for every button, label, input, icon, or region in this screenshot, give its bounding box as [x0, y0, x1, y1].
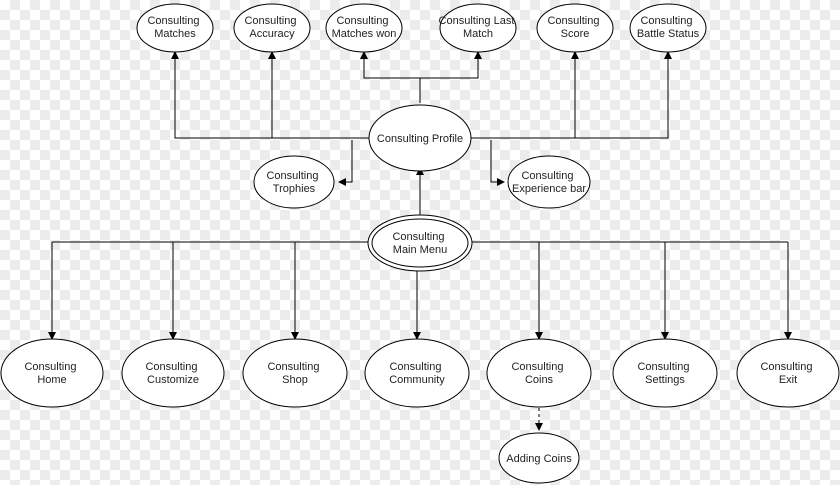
- node-settings-line-2: Settings: [645, 374, 685, 386]
- node-coins[interactable]: Consulting Coins: [486, 338, 592, 408]
- svg-text:Consulting Community: Consulting Community: [389, 361, 445, 386]
- node-shop-line-1: Consulting: [267, 361, 319, 373]
- edge-profile-last-match: [420, 51, 482, 79]
- svg-text:Consulting Matches won: Consulting Matches won: [332, 15, 397, 40]
- node-exit-line-2: Exit: [779, 374, 797, 386]
- node-accuracy-line-2: Accuracy: [249, 28, 295, 40]
- svg-text:Consulting Settings: Consulting Settings: [637, 361, 692, 386]
- node-matches-line-2: Matches: [154, 28, 196, 40]
- svg-text:Consulting Profile: Consulting Profile: [377, 133, 463, 145]
- node-matches-won-line-2: Matches won: [332, 28, 397, 40]
- node-score[interactable]: Consulting Score: [536, 3, 614, 53]
- node-home[interactable]: Consulting Home: [0, 338, 104, 408]
- node-last-match[interactable]: Consulting Last Match: [439, 3, 518, 53]
- node-adding-coins[interactable]: Adding Coins: [498, 432, 580, 484]
- edge-profile-matches: [171, 51, 370, 139]
- node-trophies-line-1: Consulting: [266, 170, 318, 182]
- node-last-match-line-2: Match: [463, 28, 493, 40]
- node-experience-bar-line-1: Consulting: [521, 170, 573, 182]
- node-battle-status-line-1: Consulting: [640, 15, 692, 27]
- node-customize-line-2: Customize: [147, 374, 199, 386]
- edge-profile-experience-bar: [490, 140, 505, 186]
- node-coins-line-2: Coins: [525, 374, 554, 386]
- node-matches-line-1: Consulting: [147, 15, 199, 27]
- svg-text:Consulting Score: Consulting Score: [547, 15, 602, 40]
- node-matches-won-line-1: Consulting: [336, 15, 388, 27]
- node-main-menu-line-1: Consulting: [392, 231, 444, 243]
- node-experience-bar[interactable]: Consulting Experience bar: [507, 155, 591, 209]
- node-accuracy-line-1: Consulting: [244, 15, 296, 27]
- edge-profile-matches-won: [360, 51, 421, 103]
- svg-text:Consulting Last Match: Consulting Last Match: [439, 15, 518, 40]
- node-home-line-2: Home: [37, 374, 66, 386]
- node-adding-coins-line-1: Adding Coins: [506, 453, 572, 465]
- node-battle-status-line-2: Battle Status: [637, 28, 700, 40]
- profile-connectors: [171, 51, 672, 217]
- node-exit-line-1: Consulting: [760, 361, 812, 373]
- node-profile-line-1: Consulting Profile: [377, 133, 463, 145]
- node-score-line-2: Score: [561, 28, 590, 40]
- svg-text:Consulting Coins: Consulting Coins: [511, 361, 566, 386]
- svg-text:Consulting Main Menu: Consulting Main Menu: [392, 231, 447, 256]
- svg-text:Consulting Exit: Consulting Exit: [760, 361, 815, 386]
- node-coins-line-1: Consulting: [511, 361, 563, 373]
- node-settings-line-1: Consulting: [637, 361, 689, 373]
- node-main-menu[interactable]: Consulting Main Menu: [367, 214, 473, 272]
- svg-text:Consulting Trophies: Consulting Trophies: [266, 170, 321, 195]
- node-settings[interactable]: Consulting Settings: [612, 338, 718, 408]
- edge-profile-trophies: [338, 140, 353, 186]
- node-shop-line-2: Shop: [282, 374, 308, 386]
- edge-profile-score: [470, 51, 672, 139]
- node-matches[interactable]: Consulting Matches: [136, 3, 214, 53]
- menu-connectors: [48, 241, 792, 431]
- node-customize-line-1: Consulting: [145, 361, 197, 373]
- node-main-menu-line-2: Main Menu: [393, 244, 447, 256]
- svg-text:Consulting Home: Consulting Home: [24, 361, 79, 386]
- svg-text:Consulting Matches: Consulting Matches: [147, 15, 202, 40]
- svg-text:Consulting Battle Status: Consulting Battle Status: [637, 15, 700, 40]
- node-experience-bar-line-2: Experience bar: [512, 183, 586, 195]
- node-community-line-2: Community: [389, 374, 445, 386]
- svg-text:Adding Coins: Adding Coins: [506, 453, 572, 465]
- svg-text:Consulting Shop: Consulting Shop: [267, 361, 322, 386]
- node-trophies-line-2: Trophies: [273, 183, 316, 195]
- node-shop[interactable]: Consulting Shop: [242, 338, 348, 408]
- node-profile[interactable]: Consulting Profile: [368, 104, 472, 172]
- node-community[interactable]: Consulting Community: [364, 338, 470, 408]
- node-exit[interactable]: Consulting Exit: [736, 338, 840, 408]
- node-trophies[interactable]: Consulting Trophies: [253, 155, 335, 209]
- node-home-line-1: Consulting: [24, 361, 76, 373]
- node-community-line-1: Consulting: [389, 361, 441, 373]
- node-matches-won[interactable]: Consulting Matches won: [325, 3, 403, 53]
- node-accuracy[interactable]: Consulting Accuracy: [233, 3, 311, 53]
- svg-text:Consulting Customize: Consulting Customize: [145, 361, 200, 386]
- svg-text:Consulting Accuracy: Consulting Accuracy: [244, 15, 299, 40]
- node-score-line-1: Consulting: [547, 15, 599, 27]
- node-battle-status[interactable]: Consulting Battle Status: [629, 3, 707, 53]
- svg-text:Consulting Experience ba: Consulting Experience bar: [512, 170, 586, 195]
- node-customize[interactable]: Consulting Customize: [121, 338, 225, 408]
- node-last-match-line-1: Consulting Last: [439, 15, 515, 27]
